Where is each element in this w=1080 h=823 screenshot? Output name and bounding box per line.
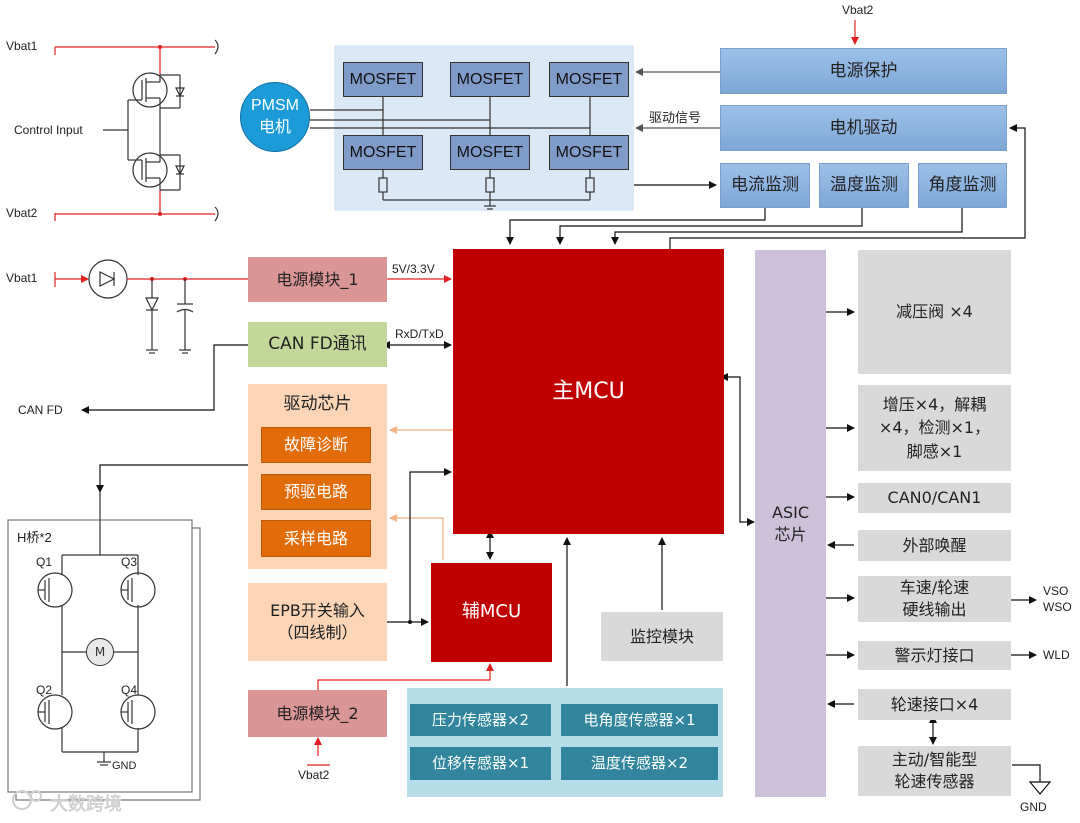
mosfet-6: MOSFET (549, 135, 629, 170)
h-bridge-motor: M (86, 638, 114, 666)
voltage-label: 5V/3.3V (392, 262, 435, 276)
power-module-2: 电源模块_2 (248, 690, 387, 737)
power-input-schematic (54, 259, 248, 354)
h-bridge-q3-label: Q3 (121, 555, 138, 569)
h-bridge-schematic (7, 492, 201, 801)
active-wheel-speed-sensor: 主动/智能型 轮速传感器 (858, 746, 1011, 796)
h-bridge-title: H桥*2 (17, 530, 52, 545)
pmsm-motor: PMSM 电机 (240, 82, 310, 152)
vso-label: VSO (1043, 584, 1069, 598)
asic-wheel-speed-interface: 轮速接口×4 (858, 689, 1011, 720)
motor-drive-block: 电机驱动 (720, 105, 1007, 151)
watermark-text: 大数跨境 (50, 794, 122, 814)
gnd-right-label: GND (1020, 800, 1047, 814)
asic-output-valves: 增压×4，解耦 ×4，检测×1， 脚感×1 (858, 385, 1011, 471)
current-monitor-block: 电流监测 (720, 163, 810, 208)
mosfet-3: MOSFET (549, 62, 629, 97)
mosfet-4: MOSFET (343, 135, 423, 170)
mosfet-5: MOSFET (450, 135, 530, 170)
wld-label: WLD (1043, 648, 1070, 662)
main-mcu: 主MCU (453, 249, 724, 534)
control-input-label: Control Input (14, 123, 83, 137)
asic-output-warning-lamp: 警示灯接口 (858, 641, 1011, 670)
mosfet-2: MOSFET (450, 62, 530, 97)
watermark-logo-icon (12, 790, 42, 810)
wso-label: WSO (1043, 600, 1072, 614)
angle-monitor-block: 角度监测 (918, 163, 1007, 208)
can-fd-out-label: CAN FD (18, 403, 63, 417)
h-bridge-gnd-label: GND (112, 760, 137, 772)
h-bridge-q4-label: Q4 (121, 683, 138, 697)
vbat2-top-label: Vbat2 (6, 206, 38, 220)
pressure-sensor-block: 压力传感器×2 (410, 704, 551, 736)
vbat2-power-label: Vbat2 (842, 3, 874, 17)
displacement-sensor-block: 位移传感器×1 (410, 747, 551, 780)
aux-mcu: 辅MCU (431, 563, 552, 662)
mosfet-1: MOSFET (343, 62, 423, 97)
h-bridge-q1-label: Q1 (36, 555, 53, 569)
mosfet-bus-lines (310, 97, 595, 210)
h-bridge-q2-label: Q2 (36, 683, 53, 697)
asic-output-pressure-reduce-valve: 减压阀 ×4 (858, 250, 1011, 374)
asic-output-can: CAN0/CAN1 (858, 483, 1011, 513)
vbat1-top-label: Vbat1 (6, 39, 38, 53)
fault-diagnosis-block: 故障诊断 (261, 427, 371, 463)
vbat2-bottom-label: Vbat2 (298, 768, 330, 782)
electrical-angle-sensor-block: 电角度传感器×1 (561, 704, 718, 736)
power-module-1: 电源模块_1 (248, 257, 387, 302)
asic-chip: ASIC 芯片 (755, 250, 826, 797)
rxd-txd-label: RxD/TxD (395, 327, 444, 341)
vbat1-mid-label: Vbat1 (6, 271, 38, 285)
sampling-circuit-block: 采样电路 (261, 520, 371, 557)
asic-output-external-wakeup: 外部唤醒 (858, 530, 1011, 561)
temperature-sensor-block: 温度传感器×2 (561, 747, 718, 780)
driver-chip-title: 驱动芯片 (283, 393, 352, 414)
asic-output-speed-hardwire: 车速/轮速 硬线输出 (858, 576, 1011, 622)
drive-signal-label: 驱动信号 (649, 110, 702, 125)
temperature-monitor-block: 温度监测 (819, 163, 909, 208)
monitor-module: 监控模块 (601, 612, 723, 661)
epb-switch-input-block: EPB开关输入 （四线制） (248, 583, 387, 661)
can-fd-comm-block: CAN FD通讯 (248, 322, 387, 367)
power-protection-block: 电源保护 (720, 48, 1007, 94)
top-left-switch-schematic (54, 39, 219, 222)
predrive-circuit-block: 预驱电路 (261, 474, 371, 510)
